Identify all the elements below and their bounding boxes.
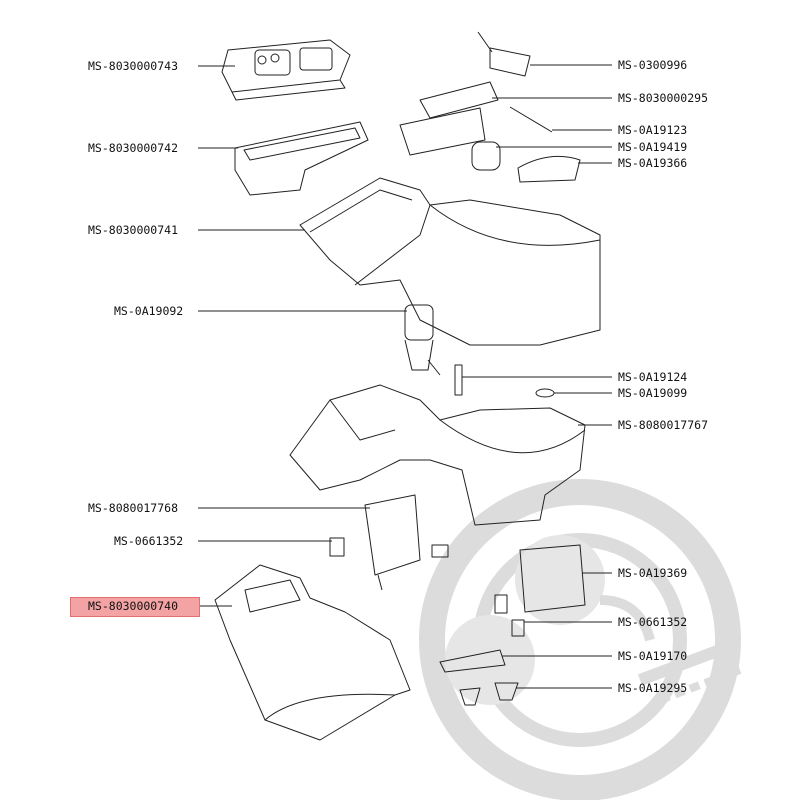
part-label-8080017768[interactable]: MS-8080017768 [88, 501, 179, 515]
motor-part [404, 304, 441, 376]
part-label-8030000740[interactable]: MS-8030000740 [88, 599, 179, 613]
bottom-shell [214, 564, 411, 741]
part-label-0A19369[interactable]: MS-0A19369 [618, 566, 688, 580]
part-label-0A19099[interactable]: MS-0A19099 [618, 386, 688, 400]
part-label-0661352-right[interactable]: MS-0661352 [618, 615, 688, 629]
control-panel [221, 39, 351, 101]
part-label-0A19124[interactable]: MS-0A19124 [618, 370, 688, 384]
sensor-parts [399, 31, 581, 398]
lower-small-parts [439, 544, 586, 706]
upper-body [299, 177, 601, 346]
part-label-0A19419[interactable]: MS-0A19419 [618, 140, 688, 154]
highlight-box [70, 597, 200, 617]
part-label-8030000742[interactable]: MS-8030000742 [88, 141, 179, 155]
part-label-0A19295[interactable]: MS-0A19295 [618, 681, 688, 695]
part-label-8030000743[interactable]: MS-8030000743 [88, 59, 179, 73]
part-label-8030000741[interactable]: MS-8030000741 [88, 223, 179, 237]
part-label-8030000295[interactable]: MS-8030000295 [618, 91, 709, 105]
part-label-0A19366[interactable]: MS-0A19366 [618, 156, 688, 170]
watermark-logo [419, 479, 742, 801]
part-label-0A19092[interactable]: MS-0A19092 [114, 304, 184, 318]
part-label-0300996[interactable]: MS-0300996 [618, 58, 688, 72]
part-label-8080017767[interactable]: MS-8080017767 [618, 418, 709, 432]
electronics-module [329, 494, 449, 591]
lower-housing [289, 384, 586, 526]
part-label-0661352-left[interactable]: MS-0661352 [114, 534, 184, 548]
part-label-0A19123[interactable]: MS-0A19123 [618, 123, 688, 137]
part-label-0A19170[interactable]: MS-0A19170 [618, 649, 688, 663]
leader-lines [198, 64, 612, 689]
panel-frame [234, 121, 369, 196]
